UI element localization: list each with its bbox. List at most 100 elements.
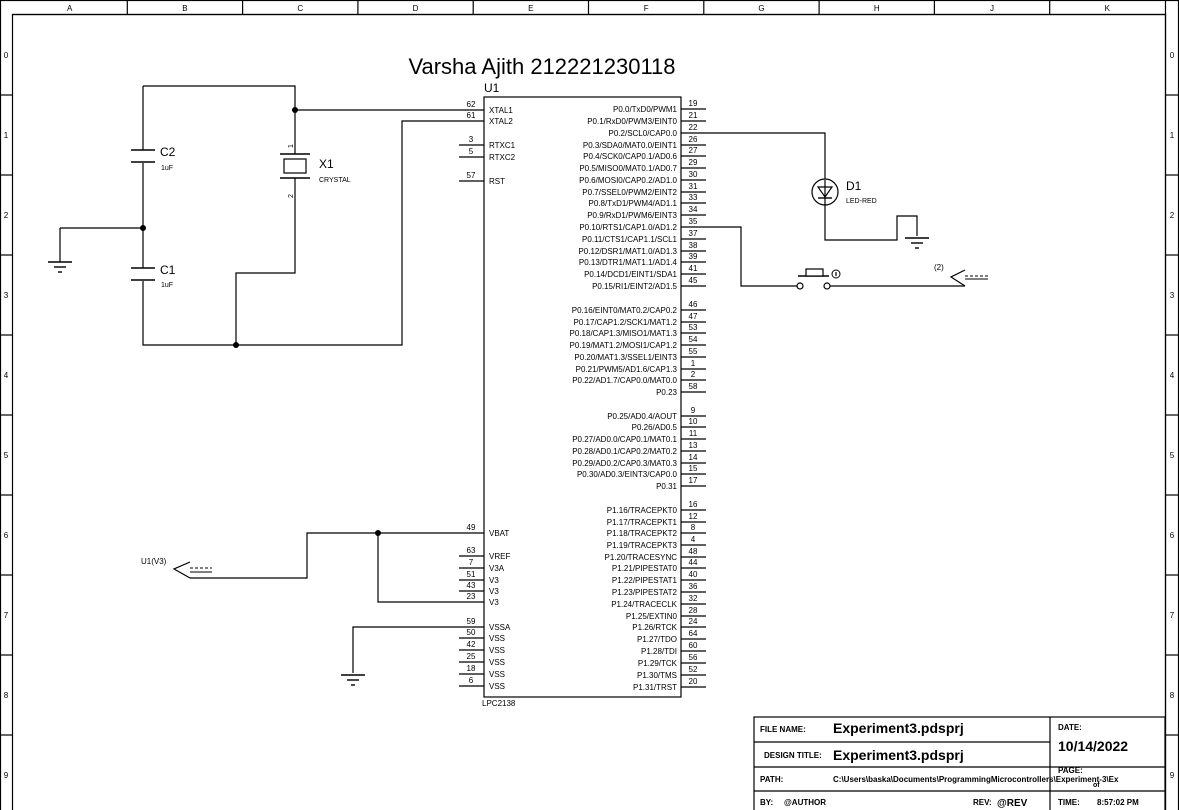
- pin-number: 9: [691, 406, 696, 415]
- pin-name: P0.18/CAP1.3/MISO1/MAT1.3: [570, 329, 678, 338]
- pin-name: P0.29/AD0.2/CAP0.3/MAT0.3: [572, 459, 677, 468]
- pin-name: P1.16/TRACEPKT0: [607, 506, 678, 515]
- pin-name: RTXC1: [489, 141, 516, 150]
- row-label-right: 7: [1170, 611, 1175, 620]
- page-of: of: [1093, 782, 1100, 789]
- pin-name: P0.31: [656, 482, 677, 491]
- crystal-x1: 1 2 X1 CRYSTAL: [280, 140, 351, 198]
- pin-number: 29: [689, 158, 698, 167]
- column-label: E: [528, 4, 533, 13]
- capacitor-c2: C2 1uF: [131, 145, 176, 172]
- terminal-vbat-source: U1(V3): [141, 557, 212, 579]
- pin-number: 56: [689, 653, 698, 662]
- pin-name: V3: [489, 576, 499, 585]
- pin-number: 16: [689, 500, 698, 509]
- pin-name: P0.20/MAT1.3/SSEL1/EINT3: [574, 353, 677, 362]
- pin-number: 61: [467, 111, 476, 120]
- pin-name: P0.5/MISO0/MAT0.1/AD0.7: [579, 164, 677, 173]
- pin-name: P1.18/TRACEPKT2: [607, 529, 678, 538]
- pin-number: 54: [689, 335, 698, 344]
- page-label: PAGE:: [1058, 766, 1083, 775]
- pin-number: 10: [689, 417, 698, 426]
- pin-name: P1.24/TRACECLK: [611, 600, 677, 609]
- pin-number: 12: [689, 512, 698, 521]
- pin-number: 34: [689, 205, 698, 214]
- row-label-left: 1: [4, 131, 9, 140]
- pin-number: 33: [689, 193, 698, 202]
- pin-number: 36: [689, 582, 698, 591]
- pin-number: 60: [689, 641, 698, 650]
- pin-name: P0.19/MAT1.2/MOSI1/CAP1.2: [570, 341, 678, 350]
- row-label-right: 3: [1170, 291, 1175, 300]
- x1-ref: X1: [319, 157, 334, 171]
- pin-number: 25: [467, 652, 476, 661]
- pin-name: P0.21/PWM5/AD1.6/CAP1.3: [576, 365, 678, 374]
- pin-name: P1.28/TDI: [641, 647, 677, 656]
- path-label: PATH:: [760, 775, 783, 784]
- time-label: TIME:: [1058, 798, 1080, 807]
- pin-number: 40: [689, 570, 698, 579]
- switch-terminal-label: (2): [934, 263, 944, 272]
- pin-name: P1.31/TRST: [633, 683, 677, 692]
- column-label: B: [182, 4, 187, 13]
- pin-name: P0.11/CTS1/CAP1.1/SCL1: [582, 235, 678, 244]
- pin-name: P0.0/TxD0/PWM1: [613, 105, 678, 114]
- pin-name: P0.25/AD0.4/AOUT: [607, 412, 677, 421]
- pin-name: P0.30/AD0.3/EINT3/CAP0.0: [577, 470, 678, 479]
- pin-name: VSSA: [489, 623, 511, 632]
- row-label-left: 9: [4, 771, 9, 780]
- row-label-right: 9: [1170, 771, 1175, 780]
- pin-name: P1.23/PIPESTAT2: [612, 588, 678, 597]
- pin-number: 44: [689, 558, 698, 567]
- x1-pin2: 2: [288, 194, 295, 198]
- pin-number: 24: [689, 617, 698, 626]
- pin-name: P1.19/TRACEPKT3: [607, 541, 678, 550]
- pin-name: P0.12/DSR1/MAT1.0/AD1.3: [578, 247, 677, 256]
- pin-number: 23: [467, 592, 476, 601]
- pin-number: 47: [689, 312, 698, 321]
- pin-name: P0.6/MOSI0/CAP0.2/AD1.0: [579, 176, 677, 185]
- pin-name: P1.17/TRACEPKT1: [607, 518, 678, 527]
- pin-name: P0.8/TxD1/PWM4/AD1.1: [589, 199, 678, 208]
- file-name-label: FILE NAME:: [760, 725, 806, 734]
- pin-number: 43: [467, 581, 476, 590]
- row-label-right: 0: [1170, 51, 1175, 60]
- pin-number: 21: [689, 111, 698, 120]
- row-label-right: 2: [1170, 211, 1175, 220]
- junctions: [140, 107, 381, 536]
- ground-icon: [341, 674, 365, 686]
- date-label: DATE:: [1058, 723, 1082, 732]
- pin-name: RTXC2: [489, 153, 516, 162]
- c2-ref: C2: [160, 145, 176, 159]
- pin-name: VSS: [489, 658, 505, 667]
- rev-label: REV:: [973, 798, 992, 807]
- pin-number: 17: [689, 476, 698, 485]
- row-label-right: 6: [1170, 531, 1175, 540]
- pin-name: P1.29/TCK: [638, 659, 678, 668]
- pin-name: P0.22/AD1.7/CAP0.0/MAT0.0: [572, 376, 677, 385]
- column-label: G: [758, 4, 764, 13]
- pin-name: P0.4/SCK0/CAP0.1/AD0.6: [583, 152, 677, 161]
- c2-value: 1uF: [161, 165, 173, 172]
- ground-symbols: [48, 237, 929, 686]
- c1-ref: C1: [160, 263, 176, 277]
- pin-number: 28: [689, 606, 698, 615]
- pin-number: 3: [469, 135, 474, 144]
- column-label: C: [297, 4, 303, 13]
- pin-name: P0.13/DTR1/MAT1.1/AD1.4: [579, 258, 678, 267]
- pin-number: 46: [689, 300, 698, 309]
- pin-number: 55: [689, 347, 698, 356]
- row-label-left: 4: [4, 371, 9, 380]
- pin-name: P0.23: [656, 388, 677, 397]
- column-label: D: [413, 4, 419, 13]
- pin-name: P1.20/TRACESYNC: [605, 553, 678, 562]
- pin-number: 31: [689, 182, 698, 191]
- pin-name: P0.28/AD0.1/CAP0.2/MAT0.2: [572, 447, 677, 456]
- pin-number: 62: [467, 100, 476, 109]
- row-label-left: 8: [4, 691, 9, 700]
- mcu-part: LPC2138: [482, 699, 516, 708]
- pin-name: XTAL2: [489, 117, 513, 126]
- title-block: FILE NAME: Experiment3.pdsprj DESIGN TIT…: [753, 716, 1166, 810]
